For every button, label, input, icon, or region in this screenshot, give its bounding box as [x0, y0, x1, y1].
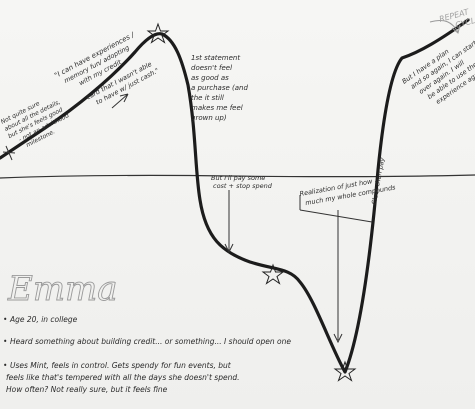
- emotion-curve: [0, 18, 470, 374]
- star-marker-dip: [261, 263, 285, 285]
- persona-name: Emma: [7, 269, 118, 309]
- star-marker-peak: [146, 22, 170, 44]
- bullet-dot-1: •: [3, 315, 7, 324]
- statement-note-line-2: doesn't feel: [191, 64, 232, 72]
- bullet-mint-line-3: How often? Not really sure, but it feels…: [6, 385, 168, 394]
- start-mark: [2, 145, 16, 161]
- bullet-credit: Heard something about building credit...…: [10, 337, 291, 346]
- statement-note-line-1: 1st statement: [191, 54, 240, 62]
- statement-note-line-5: the it still: [191, 94, 224, 102]
- down-arrow-right: [333, 210, 343, 344]
- cap-note: Clear then pay: [370, 157, 386, 206]
- statement-note-line-6: makes me feel: [191, 104, 243, 112]
- credit-arrow: [111, 93, 129, 109]
- statement-note-line-7: grown up): [191, 114, 227, 122]
- realization-bracket: [299, 195, 373, 223]
- statement-note-line-4: a purchase (and: [191, 84, 248, 92]
- pay-note-line-1: But I'll pay some: [211, 174, 265, 182]
- baseline-line: [0, 174, 475, 179]
- star-marker-low: [333, 360, 357, 382]
- bullet-mint-line-2: feels like that's tempered with all the …: [6, 373, 240, 382]
- bullet-dot-3: •: [3, 361, 7, 370]
- bullet-dot-2: •: [3, 337, 7, 346]
- repeat-cycle-arrow: [429, 19, 461, 34]
- bullet-mint-line-1: Uses Mint, feels in control. Gets spendy…: [10, 361, 232, 370]
- persona-bullet-list: • Age 20, in college • Heard something a…: [3, 315, 291, 394]
- statement-note-line-3: as good as: [191, 74, 229, 82]
- down-arrow-left: [224, 190, 234, 254]
- bullet-age: Age 20, in college: [9, 315, 78, 324]
- pay-note-line-2: cost + stop spend: [213, 182, 273, 190]
